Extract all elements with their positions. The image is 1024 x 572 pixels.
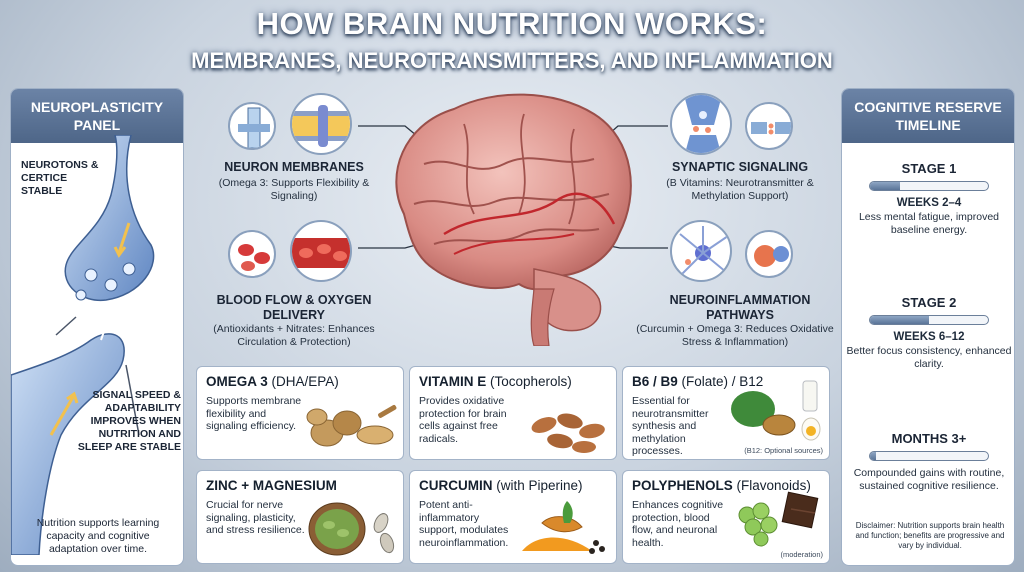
membrane-large-icon — [290, 93, 352, 155]
immune-cell-small-icon — [745, 230, 793, 278]
stage-1-progress-bar — [869, 181, 989, 191]
card-omega-3-title: OMEGA 3 (DHA/EPA) — [206, 374, 339, 389]
card-omega-3-desc: Supports membrane flexibility and signal… — [206, 395, 302, 432]
synapse-large-icon — [670, 93, 732, 155]
page-subtitle: MEMBRANES, NEUROTRANSMITTERS, AND INFLAM… — [191, 48, 833, 73]
walnuts-flaxseed-icon — [306, 405, 397, 447]
neuroplasticity-panel-heading: NEUROPLASTICITY PANEL — [11, 89, 183, 143]
synapse-small-icon — [745, 102, 793, 150]
brain-illustration — [395, 93, 632, 346]
card-vitamin-e-title: VITAMIN E (Tocopherols) — [419, 374, 572, 389]
neuroplasticity-panel: NEUROPLASTICITY PANEL NEUROTONS & CERTIC… — [10, 88, 184, 566]
stage-2-desc: Better focus consistency, enhanced clari… — [846, 345, 1012, 370]
stage-3-progress-bar — [869, 451, 989, 461]
card-zinc-magnesium-desc: Crucial for nerve signaling, plasticity,… — [206, 499, 305, 536]
grapes-chocolate-icon — [738, 491, 819, 547]
stage-1-desc: Less mental fatigue, improved baseline e… — [858, 211, 1000, 236]
stage-1-subtitle: WEEKS 2–4 — [896, 197, 962, 209]
stage-2-title: STAGE 2 — [901, 295, 957, 310]
synaptic-title: SYNAPTIC SIGNALING — [671, 160, 809, 174]
membranes-desc: (Omega 3: Supports Flexibility & Signali… — [218, 177, 370, 202]
blood-title: BLOOD FLOW & OXYGEN DELIVERY — [216, 293, 372, 322]
timeline-stage-1: STAGE 1 WEEKS 2–4 Less mental fatigue, i… — [842, 161, 1014, 236]
timeline-disclaimer: Disclaimer: Nutrition supports brain hea… — [855, 521, 1005, 550]
neuron-cell-large-icon — [670, 220, 732, 282]
blood-desc: (Antioxidants + Nitrates: Enhances Circu… — [213, 323, 375, 348]
stage-1-title: STAGE 1 — [901, 161, 957, 176]
timeline-heading: COGNITIVE RESERVE TIMELINE — [842, 89, 1014, 143]
greens-milk-egg-icon — [731, 380, 821, 441]
almonds-icon — [531, 413, 605, 453]
stage-2-progress-bar — [869, 315, 989, 325]
title-block: HOW BRAIN NUTRITION WORKS: MEMBRANES, NE… — [0, 6, 1024, 74]
timeline-stage-2: STAGE 2 WEEKS 6–12 Better focus consiste… — [842, 295, 1014, 370]
synapse-illustration — [11, 135, 155, 555]
cognitive-reserve-timeline: COGNITIVE RESERVE TIMELINE STAGE 1 WEEKS… — [841, 88, 1015, 566]
membrane-small-icon — [228, 102, 276, 150]
pumpkin-sunflower-seeds-icon — [308, 502, 395, 556]
card-vitamin-e-desc: Provides oxidative protection for brain … — [419, 395, 507, 445]
card-curcumin: CURCUMIN (with Piperine) Potent anti-inf… — [409, 470, 617, 564]
blood-vessel-large-icon — [290, 220, 352, 282]
card-polyphenols-note: (moderation) — [780, 550, 823, 559]
card-curcumin-title: CURCUMIN (with Piperine) — [419, 478, 583, 493]
stage-3-title: MONTHS 3+ — [891, 431, 967, 446]
card-zinc-magnesium: ZINC + MAGNESIUM Crucial for nerve signa… — [196, 470, 404, 564]
stage-3-desc: Compounded gains with routine, sustained… — [853, 467, 1005, 492]
turmeric-pepper-icon — [522, 501, 605, 554]
card-b-vitamins: B6 / B9 (Folate) / B12 Essential for neu… — [622, 366, 830, 460]
stage-2-progress-fill — [870, 316, 929, 324]
card-curcumin-desc: Potent anti-inflammatory support, modula… — [419, 499, 509, 549]
neuroplasticity-top-note: NEUROTONS & CERTICE STABLE — [21, 159, 99, 197]
card-polyphenols: POLYPHENOLS (Flavonoids) Enhances cognit… — [622, 470, 830, 564]
stage-1-progress-fill — [870, 182, 900, 190]
stage-2-subtitle: WEEKS 6–12 — [893, 331, 965, 343]
membranes-title: NEURON MEMBRANES — [224, 160, 364, 174]
card-b-vitamins-title: B6 / B9 (Folate) / B12 — [632, 374, 764, 389]
neuroplasticity-mid-note: SIGNAL SPEED & ADAPTABILITY IMPROVES WHE… — [77, 389, 181, 453]
inflammation-desc: (Curcumin + Omega 3: Reduces Oxidative S… — [636, 323, 834, 348]
card-omega-3: OMEGA 3 (DHA/EPA) Supports membrane flex… — [196, 366, 404, 460]
timeline-stage-3: MONTHS 3+ Compounded gains with routine,… — [842, 431, 1014, 492]
card-b-vitamins-desc: Essential for neurotransmitter synthesis… — [632, 395, 709, 457]
page-title: HOW BRAIN NUTRITION WORKS: — [256, 6, 768, 41]
neuroplasticity-caption: Nutrition supports learning capacity and… — [36, 517, 160, 555]
card-zinc-magnesium-title: ZINC + MAGNESIUM — [206, 478, 337, 493]
stage-3-progress-fill — [870, 452, 876, 460]
card-polyphenols-title: POLYPHENOLS (Flavonoids) — [632, 478, 811, 493]
card-b-vitamins-note: (B12: Optional sources) — [744, 446, 823, 455]
synaptic-desc: (B Vitamins: Neurotransmitter & Methylat… — [666, 177, 814, 202]
red-cells-small-icon — [228, 230, 276, 278]
card-vitamin-e: VITAMIN E (Tocopherols) Provides oxidati… — [409, 366, 617, 460]
card-polyphenols-desc: Enhances cognitive protection, blood flo… — [632, 499, 724, 549]
inflammation-title: NEUROINFLAMMATION PATHWAYS — [669, 293, 811, 322]
